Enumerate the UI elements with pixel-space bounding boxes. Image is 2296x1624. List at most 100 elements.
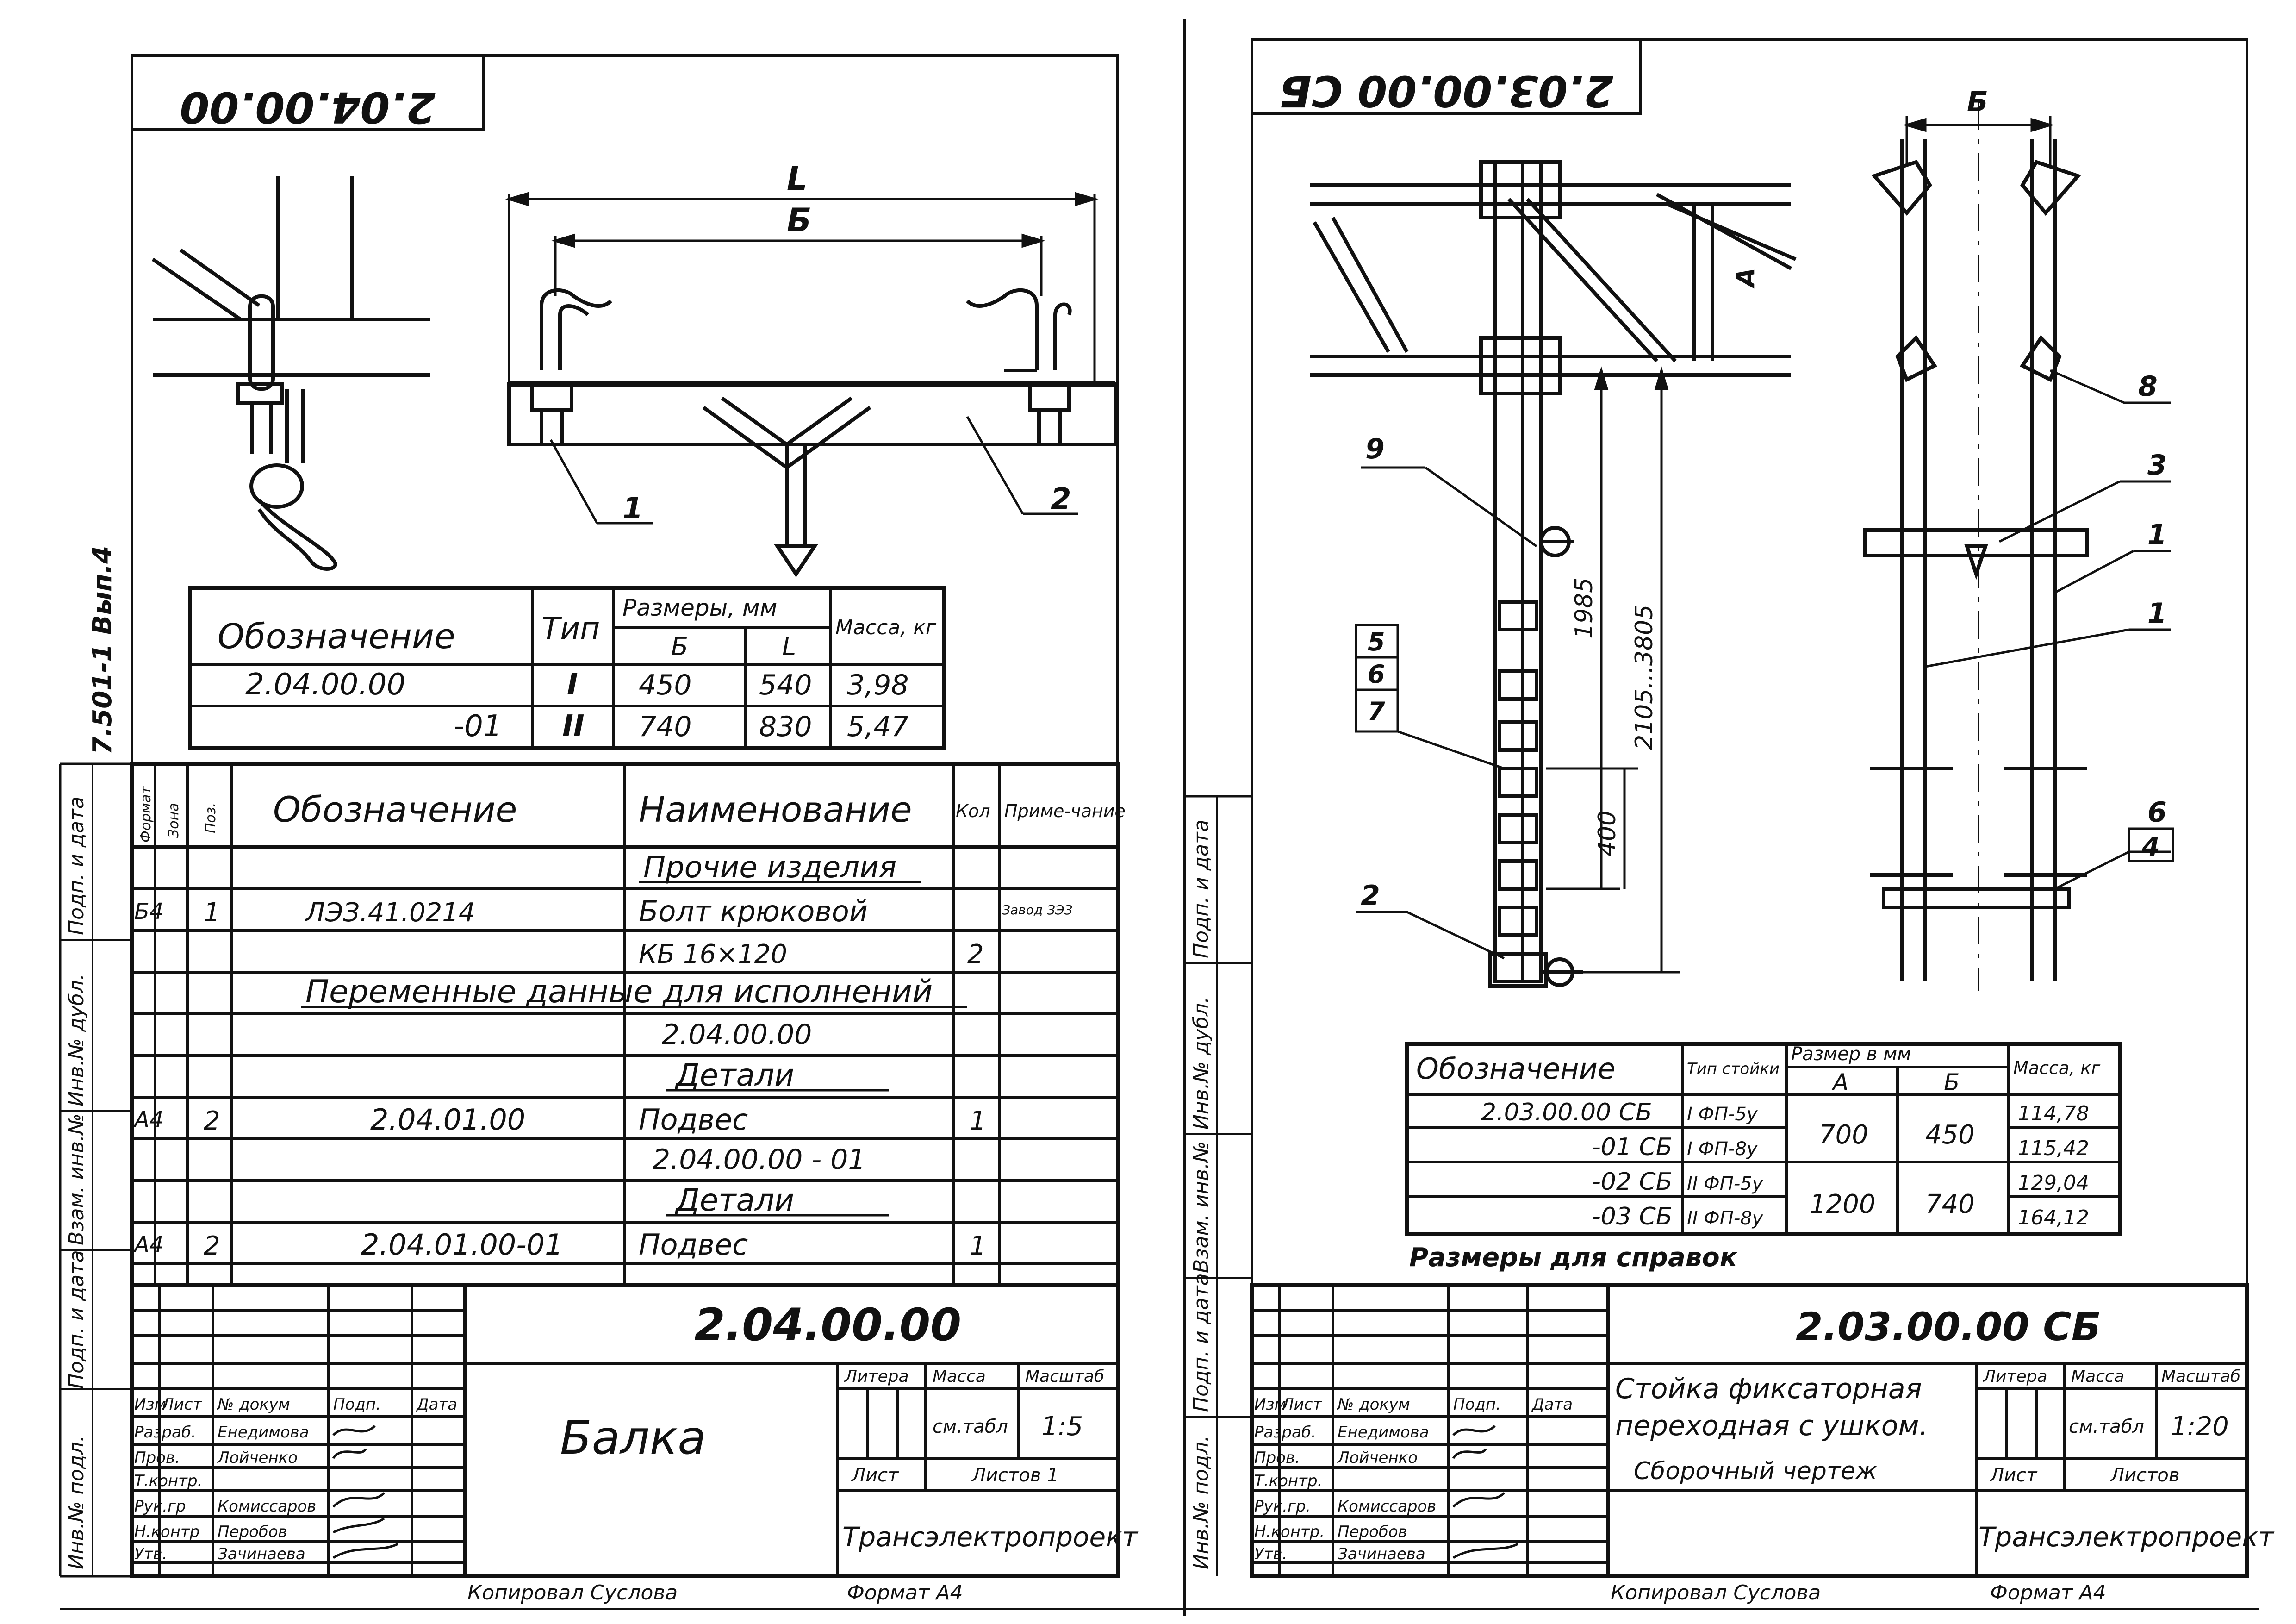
post-front-view bbox=[1863, 139, 2089, 981]
l-mass-value: см.табл bbox=[933, 1416, 1008, 1437]
lst-r2-type: II bbox=[562, 709, 585, 743]
hook-sketch bbox=[151, 176, 430, 571]
right-sheet: Инв.№ подл. Подп. и дата Взам. инв.№ Инв… bbox=[1185, 38, 2275, 1605]
r-doc-code: 2.03.00.00 СБ bbox=[1796, 1304, 2101, 1349]
rst-r4-type: II ФП-8у bbox=[1687, 1208, 1764, 1229]
left-corner-stamp bbox=[131, 54, 485, 131]
spec-r3-name: КБ 16×120 bbox=[639, 939, 787, 969]
lst-h-mass: Масса, кг bbox=[835, 616, 937, 639]
rst-r1-mass: 114,78 bbox=[2018, 1102, 2089, 1125]
rst-h-mass: Масса, кг bbox=[2013, 1058, 2101, 1078]
lst-h-l: L bbox=[782, 632, 796, 661]
rst-h-designation: Обозначение bbox=[1416, 1052, 1615, 1086]
rst-g2-a: 1200 bbox=[1810, 1189, 1876, 1219]
l-role-3: Т.контр. bbox=[134, 1472, 202, 1490]
r-sheets-label: Листов bbox=[2109, 1465, 2179, 1486]
lst-r1-designation: 2.04.00.00 bbox=[245, 668, 405, 702]
r-person-5: Перобов bbox=[1338, 1523, 1407, 1541]
side-label-4: Инв.№ дубл. bbox=[65, 974, 88, 1106]
l-format: Формат А4 bbox=[847, 1581, 963, 1605]
lst-h-designation: Обозначение bbox=[218, 617, 455, 656]
spec-table bbox=[130, 762, 1120, 1287]
spec-r10-pos: 2 bbox=[204, 1231, 220, 1261]
r-leader-8: 8 bbox=[2138, 370, 2158, 403]
r-col-sign: Подп. bbox=[1453, 1395, 1501, 1414]
r-leader-2: 2 bbox=[1361, 880, 1380, 912]
spec-r7-format: А4 bbox=[133, 1107, 163, 1133]
spec-h-note: Приме-чание bbox=[1004, 801, 1126, 821]
rst-g1-a: 700 bbox=[1819, 1120, 1868, 1150]
r-litera-label: Литера bbox=[1982, 1367, 2047, 1386]
lst-r1-b: 450 bbox=[639, 669, 692, 701]
spec-r5-name: 2.04.00.00 bbox=[662, 1018, 812, 1051]
r-doc-name-1: Стойка фиксаторная bbox=[1615, 1373, 1922, 1405]
post-leaders bbox=[1355, 466, 1537, 960]
rst-g1-b: 450 bbox=[1925, 1120, 1975, 1150]
r-side-label-3: Взам. инв.№ bbox=[1189, 1141, 1213, 1273]
post-side-view bbox=[1310, 160, 1797, 988]
spec-r7-designation: 2.04.01.00 bbox=[370, 1103, 525, 1137]
front-leaders bbox=[1925, 369, 2174, 890]
rst-r3-designation: -02 СБ bbox=[1592, 1168, 1672, 1196]
l-role-5: Н.контр bbox=[134, 1523, 199, 1541]
r-mass-value: см.табл bbox=[2069, 1416, 2144, 1437]
side-note: 7.501-1 Вып.4 bbox=[87, 546, 118, 755]
l-org: Трансэлектропроект bbox=[842, 1521, 1139, 1553]
left-sheet: Инв.№ подл. Подп. и дата Взам. инв.№ Инв… bbox=[59, 54, 1139, 1605]
r-role-5: Н.контр. bbox=[1254, 1523, 1325, 1541]
lst-r2-mass: 5,47 bbox=[847, 711, 909, 743]
l-person-1: Енедимова bbox=[218, 1423, 309, 1442]
spec-r1-name: Прочие изделия bbox=[643, 850, 896, 885]
spec-h-qty: Кол bbox=[956, 801, 990, 821]
l-role-6: Утв. bbox=[134, 1545, 167, 1563]
r-signatures bbox=[1452, 1425, 1519, 1559]
rst-h-dims: Размер в мм bbox=[1791, 1043, 1911, 1065]
r-person-1: Енедимова bbox=[1338, 1423, 1429, 1442]
right-corner-stamp bbox=[1251, 38, 1642, 115]
spec-r10-qty: 1 bbox=[970, 1231, 986, 1261]
l-mass-label: Масса bbox=[933, 1367, 986, 1386]
lst-r1-l: 540 bbox=[759, 669, 812, 701]
rst-r2-type: I ФП-8у bbox=[1687, 1138, 1758, 1160]
l-role-2: Пров. bbox=[134, 1449, 180, 1467]
l-sheet-label: Лист bbox=[851, 1465, 899, 1486]
lst-r2-l: 830 bbox=[759, 711, 812, 743]
rst-r4-designation: -03 СБ bbox=[1592, 1203, 1672, 1230]
r-dim-B: Б bbox=[1967, 86, 1988, 118]
spec-h-pos: Поз. bbox=[203, 803, 219, 833]
r-doc-name-3: Сборочный чертеж bbox=[1634, 1457, 1877, 1485]
dim-L-label: L bbox=[787, 160, 808, 198]
leader-label-2: 2 bbox=[1051, 482, 1071, 517]
front-dims bbox=[1903, 116, 2054, 167]
lst-r2-b: 740 bbox=[639, 711, 692, 743]
l-doc-code: 2.04.00.00 bbox=[694, 1299, 961, 1351]
spec-r9-name: Детали bbox=[674, 1182, 794, 1218]
rst-h-b: Б bbox=[1944, 1069, 1960, 1096]
r-person-2: Лойченко bbox=[1337, 1449, 1418, 1467]
lst-r2-designation: -01 bbox=[454, 709, 502, 743]
lst-h-b: Б bbox=[671, 632, 688, 661]
right-corner-code: 2.03.00.00 СБ bbox=[1279, 66, 1614, 116]
l-col-list: Лист bbox=[161, 1395, 202, 1414]
r-role-1: Разраб. bbox=[1254, 1423, 1316, 1442]
l-scale-label: Масштаб bbox=[1025, 1367, 1104, 1386]
spec-r2-designation: ЛЭЗ.41.0214 bbox=[305, 898, 475, 928]
r-role-6: Утв. bbox=[1254, 1545, 1287, 1563]
l-col-izm: Изм bbox=[134, 1395, 166, 1414]
side-label-5: Подп. и дата bbox=[65, 796, 88, 935]
l-signatures bbox=[332, 1425, 399, 1559]
spec-r2-name: Болт крюковой bbox=[639, 894, 868, 928]
side-label-3: Взам. инв.№ bbox=[65, 1113, 88, 1245]
r-col-date: Дата bbox=[1531, 1395, 1573, 1414]
r-side-label-2: Подп. и дата bbox=[1189, 1273, 1213, 1412]
r-dim-400: 400 bbox=[1593, 811, 1621, 856]
l-person-4: Комиссаров bbox=[218, 1497, 316, 1516]
r-role-4: Рук.гр. bbox=[1254, 1497, 1311, 1516]
r-scale-label: Масштаб bbox=[2161, 1367, 2240, 1386]
beam-sketch bbox=[507, 288, 1117, 578]
r-col-list: Лист bbox=[1281, 1395, 1322, 1414]
lst-r1-type: I bbox=[567, 668, 578, 702]
lst-h-type: Тип bbox=[541, 611, 600, 646]
spec-r2-note: Завод ЗЭЗ bbox=[1002, 902, 1073, 918]
r-dim-1985: 1985 bbox=[1570, 578, 1598, 639]
